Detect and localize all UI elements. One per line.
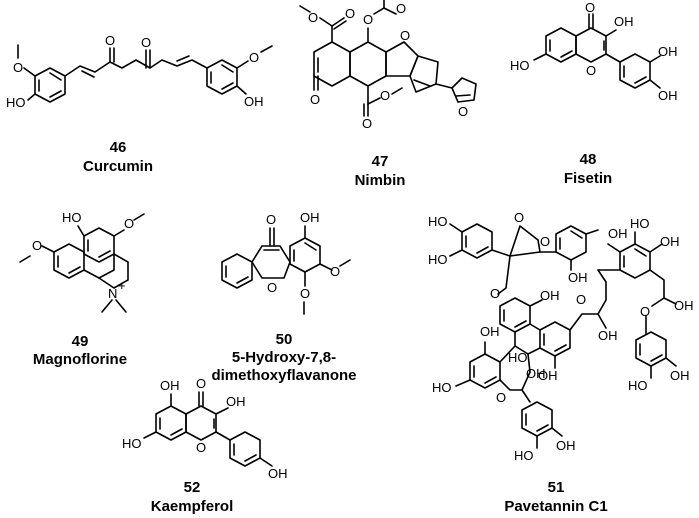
- atom-label-oh: OH: [244, 94, 264, 109]
- atom-label-o: O: [363, 12, 373, 27]
- atom-label-oh: OH: [556, 438, 576, 453]
- atom-label-o: O: [300, 286, 310, 301]
- compound-name-line1: 5-Hydroxy-7,8-: [232, 349, 336, 366]
- atom-label-o: O: [540, 234, 550, 249]
- atom-label-o: O: [490, 286, 500, 301]
- atom-label-ho: HO: [508, 350, 528, 365]
- atom-label-o: O: [267, 280, 277, 295]
- atom-label-o: O: [330, 264, 340, 279]
- atom-label-oh: OH: [526, 366, 546, 381]
- atom-label-oh: OH: [160, 378, 180, 393]
- structure-magnoflorine: O HO O N + 49 Magnoflorine: [19, 210, 145, 368]
- atom-label-oh: OH: [608, 226, 628, 241]
- atom-label-o: O: [586, 63, 596, 78]
- atom-label-o: O: [458, 104, 468, 119]
- atom-label-o: O: [310, 92, 320, 107]
- structure-fisetin: O OH O HO OH OH 48 Fisetin: [510, 0, 678, 187]
- compound-name: Fisetin: [564, 170, 612, 187]
- compound-number: 49: [72, 333, 89, 350]
- compound-number: 51: [548, 479, 565, 496]
- atom-label-oh: OH: [660, 234, 680, 249]
- structure-curcumin: O HO O O O OH 46 Curcumin: [6, 33, 273, 175]
- atom-label-o: O: [141, 35, 151, 50]
- atom-label-ho: HO: [62, 210, 82, 225]
- atom-label-o: O: [196, 376, 206, 391]
- atom-label-ho: HO: [6, 95, 26, 110]
- atom-label-oh: OH: [658, 44, 678, 59]
- atom-label-oh: OH: [614, 14, 634, 29]
- atom-label-oh: OH: [674, 298, 694, 313]
- compound-number: 46: [110, 139, 127, 156]
- atom-label-n: N: [108, 286, 117, 301]
- atom-label-o: O: [13, 60, 23, 75]
- atom-label-o: O: [105, 33, 115, 48]
- atom-label-o: O: [514, 210, 524, 225]
- atom-label-o: O: [496, 390, 506, 405]
- compound-number: 47: [372, 153, 389, 170]
- atom-label-ho: HO: [628, 378, 648, 393]
- atom-label-o: O: [308, 10, 318, 25]
- atom-label-oh: OH: [568, 270, 588, 285]
- structure-kaempferol: O OH OH O HO OH 52 Kaempferol: [122, 376, 288, 515]
- atom-label-oh: OH: [300, 210, 320, 225]
- compound-name: Pavetannin C1: [504, 498, 607, 515]
- atom-label-ho: HO: [630, 216, 650, 231]
- atom-label-o: O: [249, 50, 259, 65]
- compound-name: Magnoflorine: [33, 351, 127, 368]
- atom-label-oh: OH: [598, 328, 618, 343]
- atom-label-oh: OH: [226, 394, 246, 409]
- atom-label-o: O: [396, 1, 406, 16]
- structure-pavetannin-c1: HO HO O O OH O OH HO OH: [428, 210, 694, 515]
- atom-label-oh: OH: [670, 368, 690, 383]
- atom-label-oh: OH: [658, 88, 678, 103]
- atom-label-o: O: [400, 28, 410, 43]
- compound-number: 48: [580, 151, 597, 168]
- atom-label-o: O: [640, 304, 650, 319]
- atom-label-o: O: [124, 216, 134, 231]
- atom-label-ho: HO: [514, 448, 534, 463]
- atom-label-o: O: [345, 6, 355, 21]
- atom-label-plus: +: [118, 278, 126, 293]
- atom-label-oh: OH: [480, 324, 500, 339]
- atom-label-oh: OH: [538, 368, 558, 383]
- compound-name: Kaempferol: [151, 498, 234, 515]
- structure-nimbin: O O O O O O O O O 47 Nimbin: [299, 0, 477, 189]
- atom-label-o: O: [32, 238, 42, 253]
- compound-name-line2: dimethoxyflavanone: [211, 367, 356, 384]
- atom-label-oh: OH: [540, 288, 560, 303]
- compound-number: 52: [184, 479, 201, 496]
- compound-number: 50: [276, 331, 293, 348]
- atom-label-ho: HO: [432, 380, 452, 395]
- atom-label-ho: HO: [510, 58, 530, 73]
- atom-label-o: O: [362, 116, 372, 131]
- atom-label-o: O: [380, 88, 390, 103]
- atom-label-ho: HO: [428, 214, 448, 229]
- compound-name: Nimbin: [355, 172, 406, 189]
- atom-label-ho: HO: [428, 252, 448, 267]
- atom-label-o: O: [585, 0, 595, 15]
- atom-label-oh: OH: [268, 466, 288, 481]
- atom-label-o: O: [266, 212, 276, 227]
- compound-name: Curcumin: [83, 158, 153, 175]
- structure-dimethoxyflavanone: O O OH O O 50 5-Hydroxy-7,8- dimethoxyfl…: [211, 210, 356, 384]
- atom-label-o: O: [196, 440, 206, 455]
- atom-label-ho: HO: [122, 436, 142, 451]
- atom-label-o: O: [576, 292, 586, 307]
